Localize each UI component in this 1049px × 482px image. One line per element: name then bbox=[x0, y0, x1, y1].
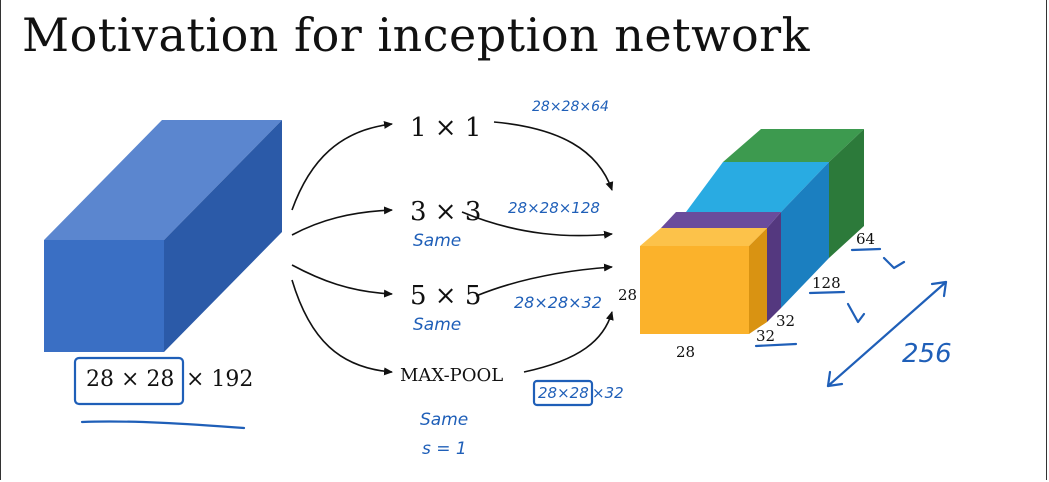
arrow-5x5-out bbox=[475, 263, 613, 297]
underline-64 bbox=[850, 247, 882, 252]
arrow-maxpool-out bbox=[523, 311, 614, 373]
slide-title: Motivation for inception network bbox=[22, 8, 811, 62]
note-3x3-same: Same bbox=[413, 231, 461, 251]
arrow-to-3x3 bbox=[291, 206, 393, 236]
note-maxpool-stride: s = 1 bbox=[422, 439, 467, 459]
note-maxpool-rest: ×32 bbox=[592, 384, 624, 402]
total-depth-arrow bbox=[826, 280, 948, 388]
note-5x5-same: Same bbox=[413, 315, 461, 335]
total-depth-note: 256 bbox=[902, 339, 952, 369]
input-dims-rest: × 192 bbox=[186, 367, 253, 392]
green-block-top bbox=[723, 129, 864, 162]
arrow-1x1-out bbox=[493, 121, 614, 191]
output-height-label: 28 bbox=[618, 286, 637, 304]
blue-block-side bbox=[781, 162, 829, 308]
tick-128 bbox=[846, 302, 866, 324]
input-dims-boxed: 28 × 28 bbox=[86, 367, 174, 392]
orange-block-side bbox=[749, 228, 767, 334]
note-maxpool-box bbox=[532, 379, 594, 407]
underline-32 bbox=[754, 342, 798, 348]
depth-label-purple: 32 bbox=[776, 312, 795, 330]
blue-block-top bbox=[686, 162, 829, 212]
output-width-label: 28 bbox=[676, 343, 695, 361]
output-volume bbox=[640, 129, 864, 334]
tick-64 bbox=[882, 256, 906, 270]
underline-128 bbox=[808, 290, 846, 295]
note-5x5-output: 28×28×32 bbox=[514, 293, 602, 312]
input-volume-side bbox=[164, 120, 282, 352]
note-1x1-output: 28×28×64 bbox=[532, 99, 609, 115]
note-3x3-output: 28×28×128 bbox=[508, 199, 600, 217]
input-underline bbox=[80, 420, 246, 430]
note-maxpool-same: Same bbox=[420, 410, 468, 430]
orange-block-top bbox=[640, 228, 767, 246]
input-dims-box bbox=[73, 356, 185, 406]
arrow-3x3-out bbox=[461, 211, 613, 239]
input-volume-front bbox=[44, 240, 164, 352]
depth-label-blue: 128 bbox=[812, 274, 841, 292]
branch-3x3-label: 3 × 3 bbox=[410, 197, 481, 227]
arrow-to-5x5 bbox=[291, 264, 393, 298]
purple-block-top bbox=[661, 212, 781, 228]
branch-1x1-label: 1 × 1 bbox=[410, 113, 481, 143]
depth-label-green: 64 bbox=[856, 230, 875, 248]
arrow-to-maxpool bbox=[291, 279, 393, 376]
note-maxpool-boxed: 28×28 bbox=[538, 384, 589, 402]
branch-5x5-label: 5 × 5 bbox=[410, 281, 481, 311]
input-volume-top bbox=[44, 120, 282, 240]
purple-block-side bbox=[767, 212, 781, 322]
input-volume bbox=[44, 120, 282, 352]
branch-maxpool-label: MAX-POOL bbox=[400, 365, 503, 386]
orange-block-front bbox=[640, 246, 749, 334]
arrow-to-1x1 bbox=[291, 120, 393, 211]
green-block-side bbox=[829, 129, 864, 258]
depth-label-orange: 32 bbox=[756, 327, 775, 345]
